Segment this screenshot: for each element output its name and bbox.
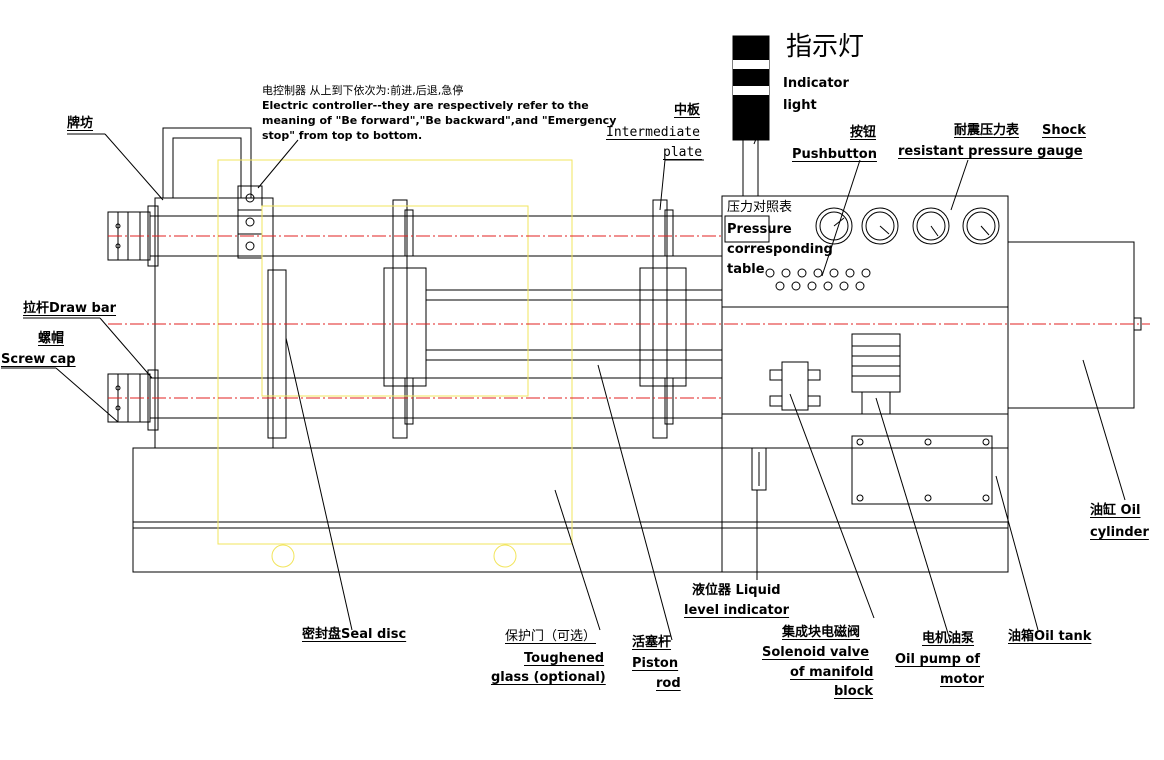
machine-base: [132, 447, 1009, 573]
label-piston-en-1: Piston: [632, 656, 679, 671]
label-controller-en-3: stop" from top to bottom.: [262, 129, 423, 142]
label-piston-en-2: rod: [656, 676, 681, 691]
label-cylinder-cn: 油缸: [1090, 503, 1117, 518]
label-seal-cn: 密封盘: [302, 627, 342, 642]
label-cylinder-en-1: Oil: [1120, 503, 1141, 518]
liquid-level-indicator: [751, 447, 767, 491]
label-pushbutton-cn: 按钮: [850, 125, 877, 140]
label-seal: 密封盘Seal disc: [302, 626, 406, 643]
draw-bars: [150, 215, 722, 419]
motor-pump: [851, 333, 901, 415]
label-drawbar-cn: 拉杆: [23, 301, 50, 316]
label-solenoid-en-3: block: [834, 684, 874, 699]
label-pump-en-1: Oil pump of: [895, 652, 981, 667]
label-screwcap-cn: 螺帽: [38, 331, 65, 346]
label-intermediate-cn: 中板: [674, 103, 701, 118]
label-paifang: 牌坊: [67, 116, 94, 131]
moving-plate: [383, 199, 722, 439]
centerlines: [108, 235, 1150, 399]
label-door-en-1: Toughened: [524, 651, 605, 666]
piston-rod: [426, 299, 722, 351]
solenoid-valve: [769, 361, 821, 411]
label-solenoid-en-1: Solenoid valve: [762, 645, 870, 660]
label-screwcap-en: Screw cap: [1, 352, 76, 367]
label-gauge-cn: 耐震压力表: [954, 123, 1020, 138]
label-pump-en-2: motor: [940, 672, 985, 687]
electric-controller: [237, 185, 263, 259]
seal-disc: [267, 269, 287, 439]
protection-door: [217, 159, 573, 568]
label-cylinder-en-2: cylinder: [1090, 525, 1149, 540]
leader-lines: [1, 115, 1126, 641]
label-table-cn: 压力对照表: [727, 200, 793, 215]
label-tank-cn: 油箱: [1008, 629, 1035, 644]
oil-cylinder: [1007, 241, 1142, 409]
pushbuttons: [765, 268, 871, 291]
label-table-en-1: Pressure: [727, 222, 792, 237]
label-solenoid-en-2: of manifold: [790, 665, 874, 680]
label-controller-cn: 电控制器 从上到下依次为:前进,后退,急停: [262, 84, 464, 97]
label-indicator-en-1: Indicator: [783, 76, 849, 91]
label-cylinder: 油缸 Oil: [1090, 502, 1141, 519]
label-controller-en-1: Electric controller--they are respective…: [262, 99, 589, 112]
label-tank: 油箱Oil tank: [1008, 628, 1091, 645]
label-pump-cn: 电机油泵: [922, 631, 975, 646]
label-controller-en-2: meaning of "Be forward","Be backward",an…: [262, 114, 617, 127]
label-piston-cn: 活塞杆: [632, 635, 672, 650]
label-door-en-2: glass (optional): [491, 670, 606, 685]
label-seal-en: Seal disc: [341, 627, 407, 642]
label-solenoid-cn: 集成块电磁阀: [782, 625, 861, 640]
label-tank-en: Oil tank: [1034, 629, 1092, 644]
indicator-light: [732, 35, 770, 196]
label-pushbutton-en: Pushbutton: [792, 147, 877, 162]
label-gauge-en-2: resistant pressure gauge: [898, 144, 1083, 159]
label-indicator-cn: 指示灯: [786, 32, 865, 62]
label-intermediate-en-1: Intermediate: [606, 125, 700, 140]
pressure-table-frame: [724, 215, 770, 243]
frame-paifang: [147, 127, 274, 449]
label-level: 液位器 Liquid: [692, 582, 781, 599]
label-table-en-3: table: [727, 262, 765, 277]
label-level-en-1: Liquid: [735, 583, 781, 598]
label-intermediate-en-2: plate: [663, 145, 703, 160]
label-indicator-en-2: light: [783, 98, 817, 113]
label-drawbar: 拉杆Draw bar: [23, 300, 116, 317]
oil-tank-panel: [851, 435, 993, 505]
label-level-cn: 液位器: [692, 583, 732, 598]
label-drawbar-en: Draw bar: [49, 301, 117, 316]
label-table-en-2: corresponding: [727, 242, 833, 257]
intermediate-plate: [639, 199, 687, 439]
label-gauge-en-1: Shock: [1042, 123, 1086, 138]
label-level-en-2: level indicator: [684, 603, 790, 618]
label-door-cn: 保护门（可选）: [505, 629, 597, 644]
pressure-gauges: [815, 207, 1000, 245]
